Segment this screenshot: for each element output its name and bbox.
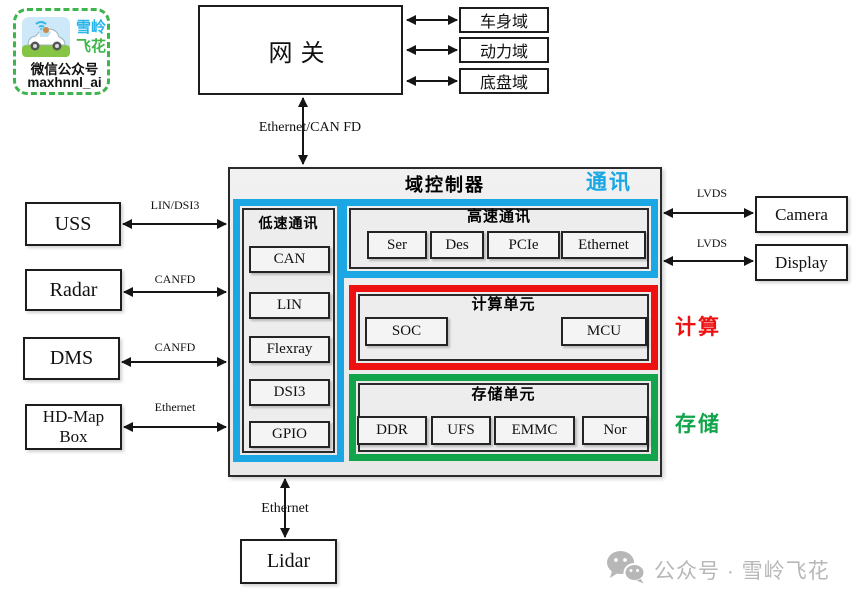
camera-bus-label: LVDS [696,186,728,200]
chip-emmc: EMMC [494,416,575,445]
arrow-hdmap-controller [123,422,227,432]
dms-box: DMS [23,337,120,380]
chip-ser: Ser [367,231,427,259]
storage-unit-title: 存储单元 [471,386,536,403]
brand-card: 雪岭 飞花 微信公众号 maxhnnl_ai [13,8,110,95]
body-domain-box: 车身域 [459,7,549,33]
camera-box: Camera [755,196,848,233]
radar-box: Radar [25,269,122,311]
arrow-uss-controller [122,219,227,229]
low-speed-comm-title: 低速通讯 [258,215,319,231]
brand-subtitle: 微信公众号 [30,62,99,77]
display-box: Display [755,244,848,281]
arrow-gateway-powertrain [406,45,458,55]
compute-unit-title: 计算单元 [471,296,536,313]
chip-pcie: PCIe [487,231,560,259]
arrow-controller-display [663,256,754,266]
hdmap-bus-label: Ethernet [154,400,196,414]
chip-dsi3: DSI3 [249,379,330,406]
hdmap-box: HD-Map Box [25,404,122,450]
gateway-box: 网关 [198,5,403,95]
chip-des: Des [430,231,484,259]
chip-soc: SOC [365,317,448,346]
watermark-text: 公众号 · 雪岭飞花 [654,559,830,583]
arrow-controller-camera [663,208,754,218]
display-bus-label: LVDS [696,236,728,250]
brand-name-bottom: 飞花 [75,38,106,55]
chip-ethernet: Ethernet [561,231,646,259]
arrow-gateway-body [406,15,458,25]
arrow-radar-controller [123,287,227,297]
comm-tag: 通讯 [586,171,632,194]
chip-ufs: UFS [431,416,491,445]
chip-nor: Nor [582,416,648,445]
storage-tag: 存储 [675,413,721,436]
uss-box: USS [25,202,121,246]
chip-can: CAN [249,246,330,273]
domain-controller-title: 域控制器 [405,175,485,195]
chip-mcu: MCU [561,317,647,346]
lidar-bus-label: Ethernet [261,501,309,516]
low-speed-comm-panel [242,208,335,453]
chip-flexray: Flexray [249,336,330,363]
dms-bus-label: CANFD [154,340,196,354]
compute-tag: 计算 [675,316,721,339]
chip-gpio: GPIO [249,421,330,448]
arrow-dms-controller [121,357,227,367]
brand-account: maxhnnl_ai [27,75,102,90]
chip-ddr: DDR [357,416,427,445]
car-logo-icon [22,17,70,62]
arrow-controller-lidar [280,478,290,538]
arrow-gateway-chassis [406,76,458,86]
brand-name: 雪岭 飞花 [72,18,110,56]
gateway-link-label: Ethernet/CAN FD [258,120,362,135]
wechat-icon [606,550,646,589]
chip-lin: LIN [249,292,330,319]
uss-bus-label: LIN/DSI3 [150,198,200,212]
high-speed-comm-title: 高速通讯 [466,208,531,225]
brand-name-top: 雪岭 [75,19,106,36]
lidar-box: Lidar [240,539,337,584]
arrow-gateway-controller [298,97,308,165]
watermark: 公众号 · 雪岭飞花 [606,550,830,589]
radar-bus-label: CANFD [154,272,196,286]
powertrain-domain-box: 动力域 [459,37,549,63]
chassis-domain-box: 底盘域 [459,68,549,94]
